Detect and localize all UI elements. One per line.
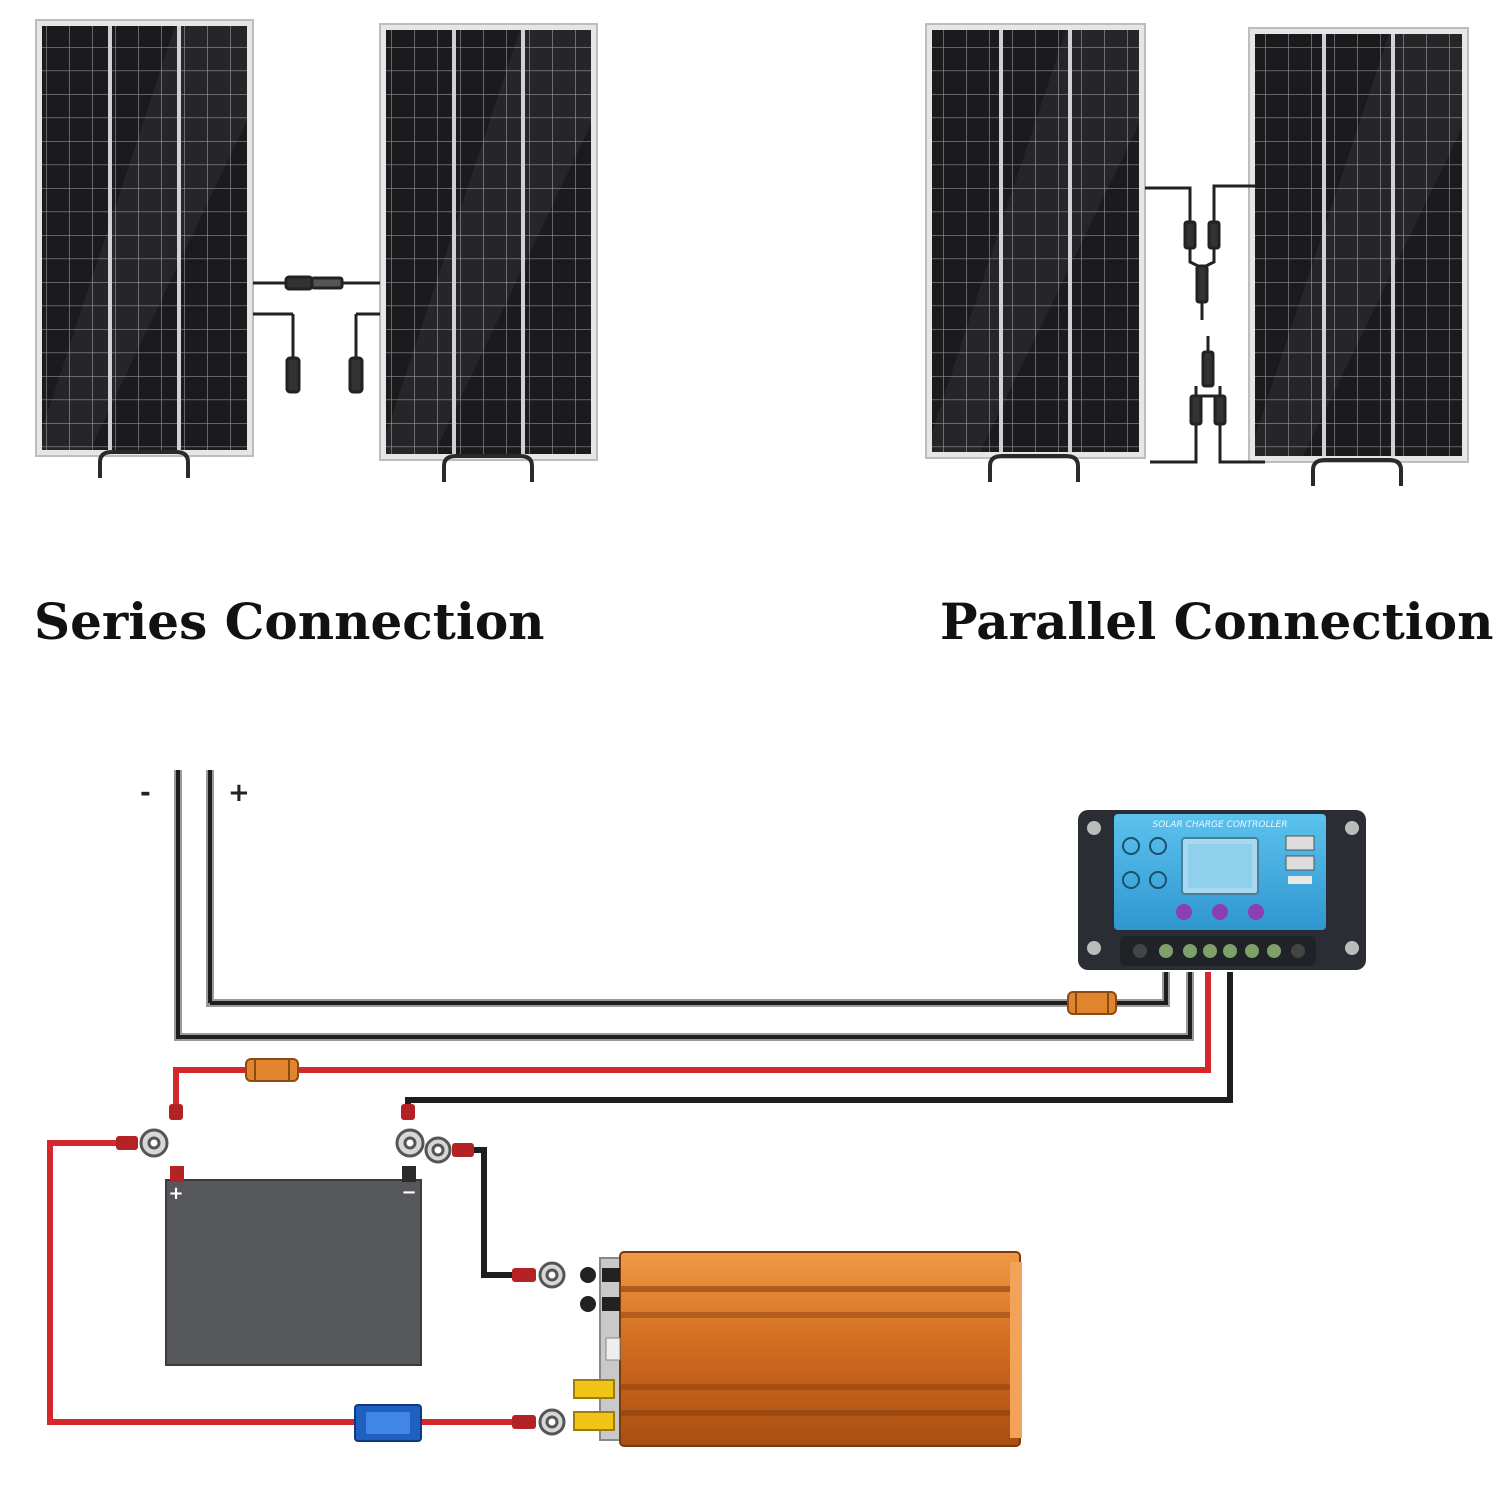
battery-positive-label: + [168, 1183, 183, 1204]
battery-positive-wire [173, 972, 1211, 1112]
solar-input-wires [174, 770, 1194, 1041]
parallel-branch-connectors [1145, 184, 1265, 464]
battery [165, 1166, 422, 1366]
ring-terminals [116, 1104, 474, 1164]
power-inverter [573, 1251, 1022, 1447]
solar-input-fuse [1067, 991, 1117, 1015]
series-panel-right [379, 23, 598, 482]
battery-fuse [245, 1058, 299, 1082]
series-connection-caption: Series Connection [34, 592, 545, 651]
inverter-positive-wire [47, 1140, 514, 1425]
solar-charge-controller: SOLAR CHARGE CONTROLLER [1078, 810, 1366, 970]
series-connector [253, 275, 380, 394]
inverter-terminals [512, 1261, 566, 1436]
controller-title: SOLAR CHARGE CONTROLLER [1153, 820, 1288, 830]
series-panel-left [35, 19, 254, 478]
inverter-negative-wire [474, 1147, 514, 1278]
dc-breaker [354, 1404, 422, 1442]
parallel-connection-caption: Parallel Connection [940, 592, 1494, 651]
solar-negative-label: - [140, 778, 151, 808]
battery-negative-label: − [401, 1182, 416, 1203]
solar-positive-label: + [228, 778, 250, 808]
parallel-panel-right [1248, 27, 1469, 486]
parallel-panel-left [925, 23, 1146, 482]
